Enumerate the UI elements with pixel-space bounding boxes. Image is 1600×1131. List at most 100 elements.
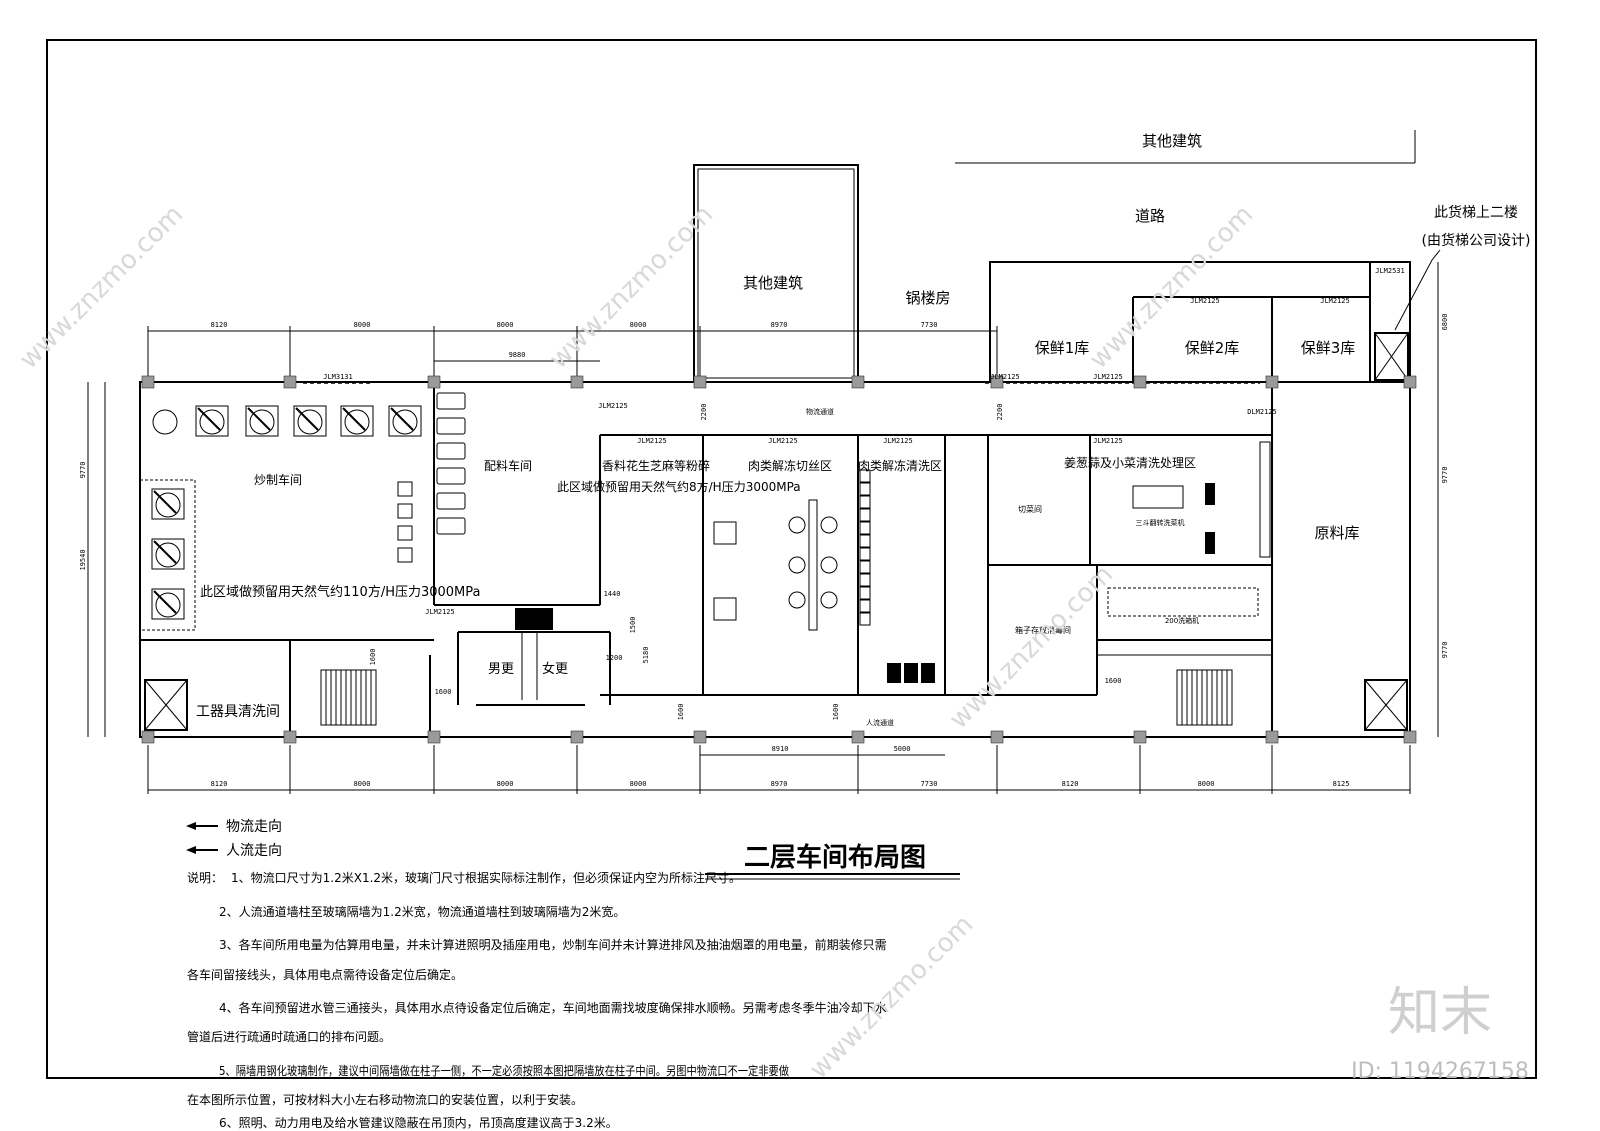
watermark-id: ID: 1194267158 [1351,1059,1529,1084]
elevator-shaft [144,679,188,731]
dim-top-2: 8000 [354,321,371,329]
rack [436,467,466,485]
column [570,730,584,744]
logistics-corridor: 物流通道 [806,407,834,416]
dim-bottom: 8000 [630,780,647,788]
door-code: JLM3131 [323,373,353,381]
people-corridor: 人流通道 [866,718,894,727]
watermark-text: www.znzmo.com [544,200,719,375]
bottom-dimensions: 8120 8000 8000 8000 8970 7730 8120 8000 … [147,745,1411,794]
veg-washer-label: 三斗翻转洗菜机 [1136,518,1185,527]
wok-icon [152,409,178,435]
dim-corridor: 2200 [700,404,708,421]
room-raw-storage: 原料库 [1314,524,1359,542]
notes-heading: 说明： [187,870,223,885]
shelf [859,495,871,509]
rack [436,417,466,435]
meat-cut-equipment [713,499,838,631]
notes: 说明： 1、物流口尺寸为1.2米X1.2米，玻璃门尺寸根据实际标注制作，但必须保… [187,870,887,1130]
page-title: 二层车间布局图 [744,842,926,873]
wok-icon [155,492,181,518]
dim-misc: 5180 [642,647,650,664]
wok-handle [247,407,271,431]
watermark-text: www.znzmo.com [944,560,1119,735]
dim-corridor: 2200 [996,404,1004,421]
leader-line [1394,249,1441,331]
dim-top-6: 7730 [921,321,938,329]
door-code: JLM2125 [768,437,798,445]
dim-bottom-sub: 8910 [772,745,789,753]
column [1403,375,1417,389]
side-dimensions: 9770 19540 6800 9770 9770 [79,262,1449,737]
dim-right: 6800 [1441,314,1449,331]
watermark-text: www.znzmo.com [804,910,979,1085]
dim-bottom: 7730 [921,780,938,788]
column [851,730,865,744]
wok-handle [153,590,177,614]
wok-frame [151,488,185,520]
rack [397,481,413,497]
shelf [859,612,871,626]
door-codes: JLM3131 JLM2125 JLM2125 JLM2125 JLM2125 … [323,373,1277,616]
rack [436,392,466,410]
room-tool-washing: 工器具清洗间 [196,704,280,720]
shelf [859,573,871,587]
hand-wash-station [515,608,553,630]
wok-icon [249,409,275,435]
column [1265,375,1279,389]
room-veg-processing: 姜葱蒜及小菜清洗处理区 [1064,456,1196,470]
other-building-mid-label: 其他建筑 [743,274,803,292]
rack [436,517,466,535]
room-box-storage: 箱子存放消毒间 [1015,625,1071,635]
shelf [859,586,871,600]
meat-wash-shelves [859,469,871,626]
dim-misc: 1200 [606,654,623,662]
column [1133,375,1147,389]
dim-misc: 1600 [677,704,685,721]
dim-misc: 1500 [629,617,637,634]
wok-handle [153,490,177,514]
door-code: JLM2125 [1093,437,1123,445]
column [283,375,297,389]
wok-icon [199,409,225,435]
door-code: JLM2125 [1093,373,1123,381]
other-building-label: 其他建筑 [1142,132,1202,150]
column [570,375,584,389]
column [693,375,707,389]
column [427,375,441,389]
dim-misc: 1440 [604,590,621,598]
rack [436,492,466,510]
drawing-border [46,39,1537,1079]
door-code: JLM2125 [637,437,667,445]
room-meat-cutting: 肉类解冻切丝区 [748,458,832,473]
dim-top-sub: 9880 [509,351,526,359]
cold-store-1: 保鲜1库 [1035,339,1090,357]
dim-top-1: 8120 [211,321,228,329]
watermark: 知末 ID: 1194267158 www.znzmo.com www.znzm… [14,200,1529,1085]
watermark-text: www.znzmo.com [14,200,189,375]
elevator-note-2: (由货梯公司设计) [1422,232,1531,249]
wok-icon [155,542,181,568]
dim-left: 19540 [79,549,87,570]
rack [397,503,413,519]
shelf [859,534,871,548]
rack [397,525,413,541]
door-code: JLM2125 [598,402,628,410]
elevator-note: 此货梯上二楼 [1434,204,1518,221]
room-meat-washing: 肉类解冻清洗区 [858,458,942,473]
surroundings: 其他建筑 道路 其他建筑 锅楼房 此货梯上二楼 (由货梯公司设计) [693,130,1531,383]
dim-misc: 1600 [1105,677,1122,685]
shelf [859,547,871,561]
dim-bottom: 8970 [771,780,788,788]
dim-bottom: 8120 [211,780,228,788]
wok-frame [195,405,229,437]
rack [436,442,466,460]
wok-handle [197,407,221,431]
freight-elevator [1374,332,1409,381]
door-code: JLM2531 [1375,267,1405,275]
note-5-cont: 在本图所示位置，可按材料大小左右移动物流口的安装位置，以利于安装。 [187,1092,583,1107]
legend: 物流走向 人流走向 [186,819,282,859]
room-male-changing: 男更 [488,662,514,677]
gas-note-spice: 此区域做预留用天然气约8方/H压力3000MPa [557,479,801,494]
